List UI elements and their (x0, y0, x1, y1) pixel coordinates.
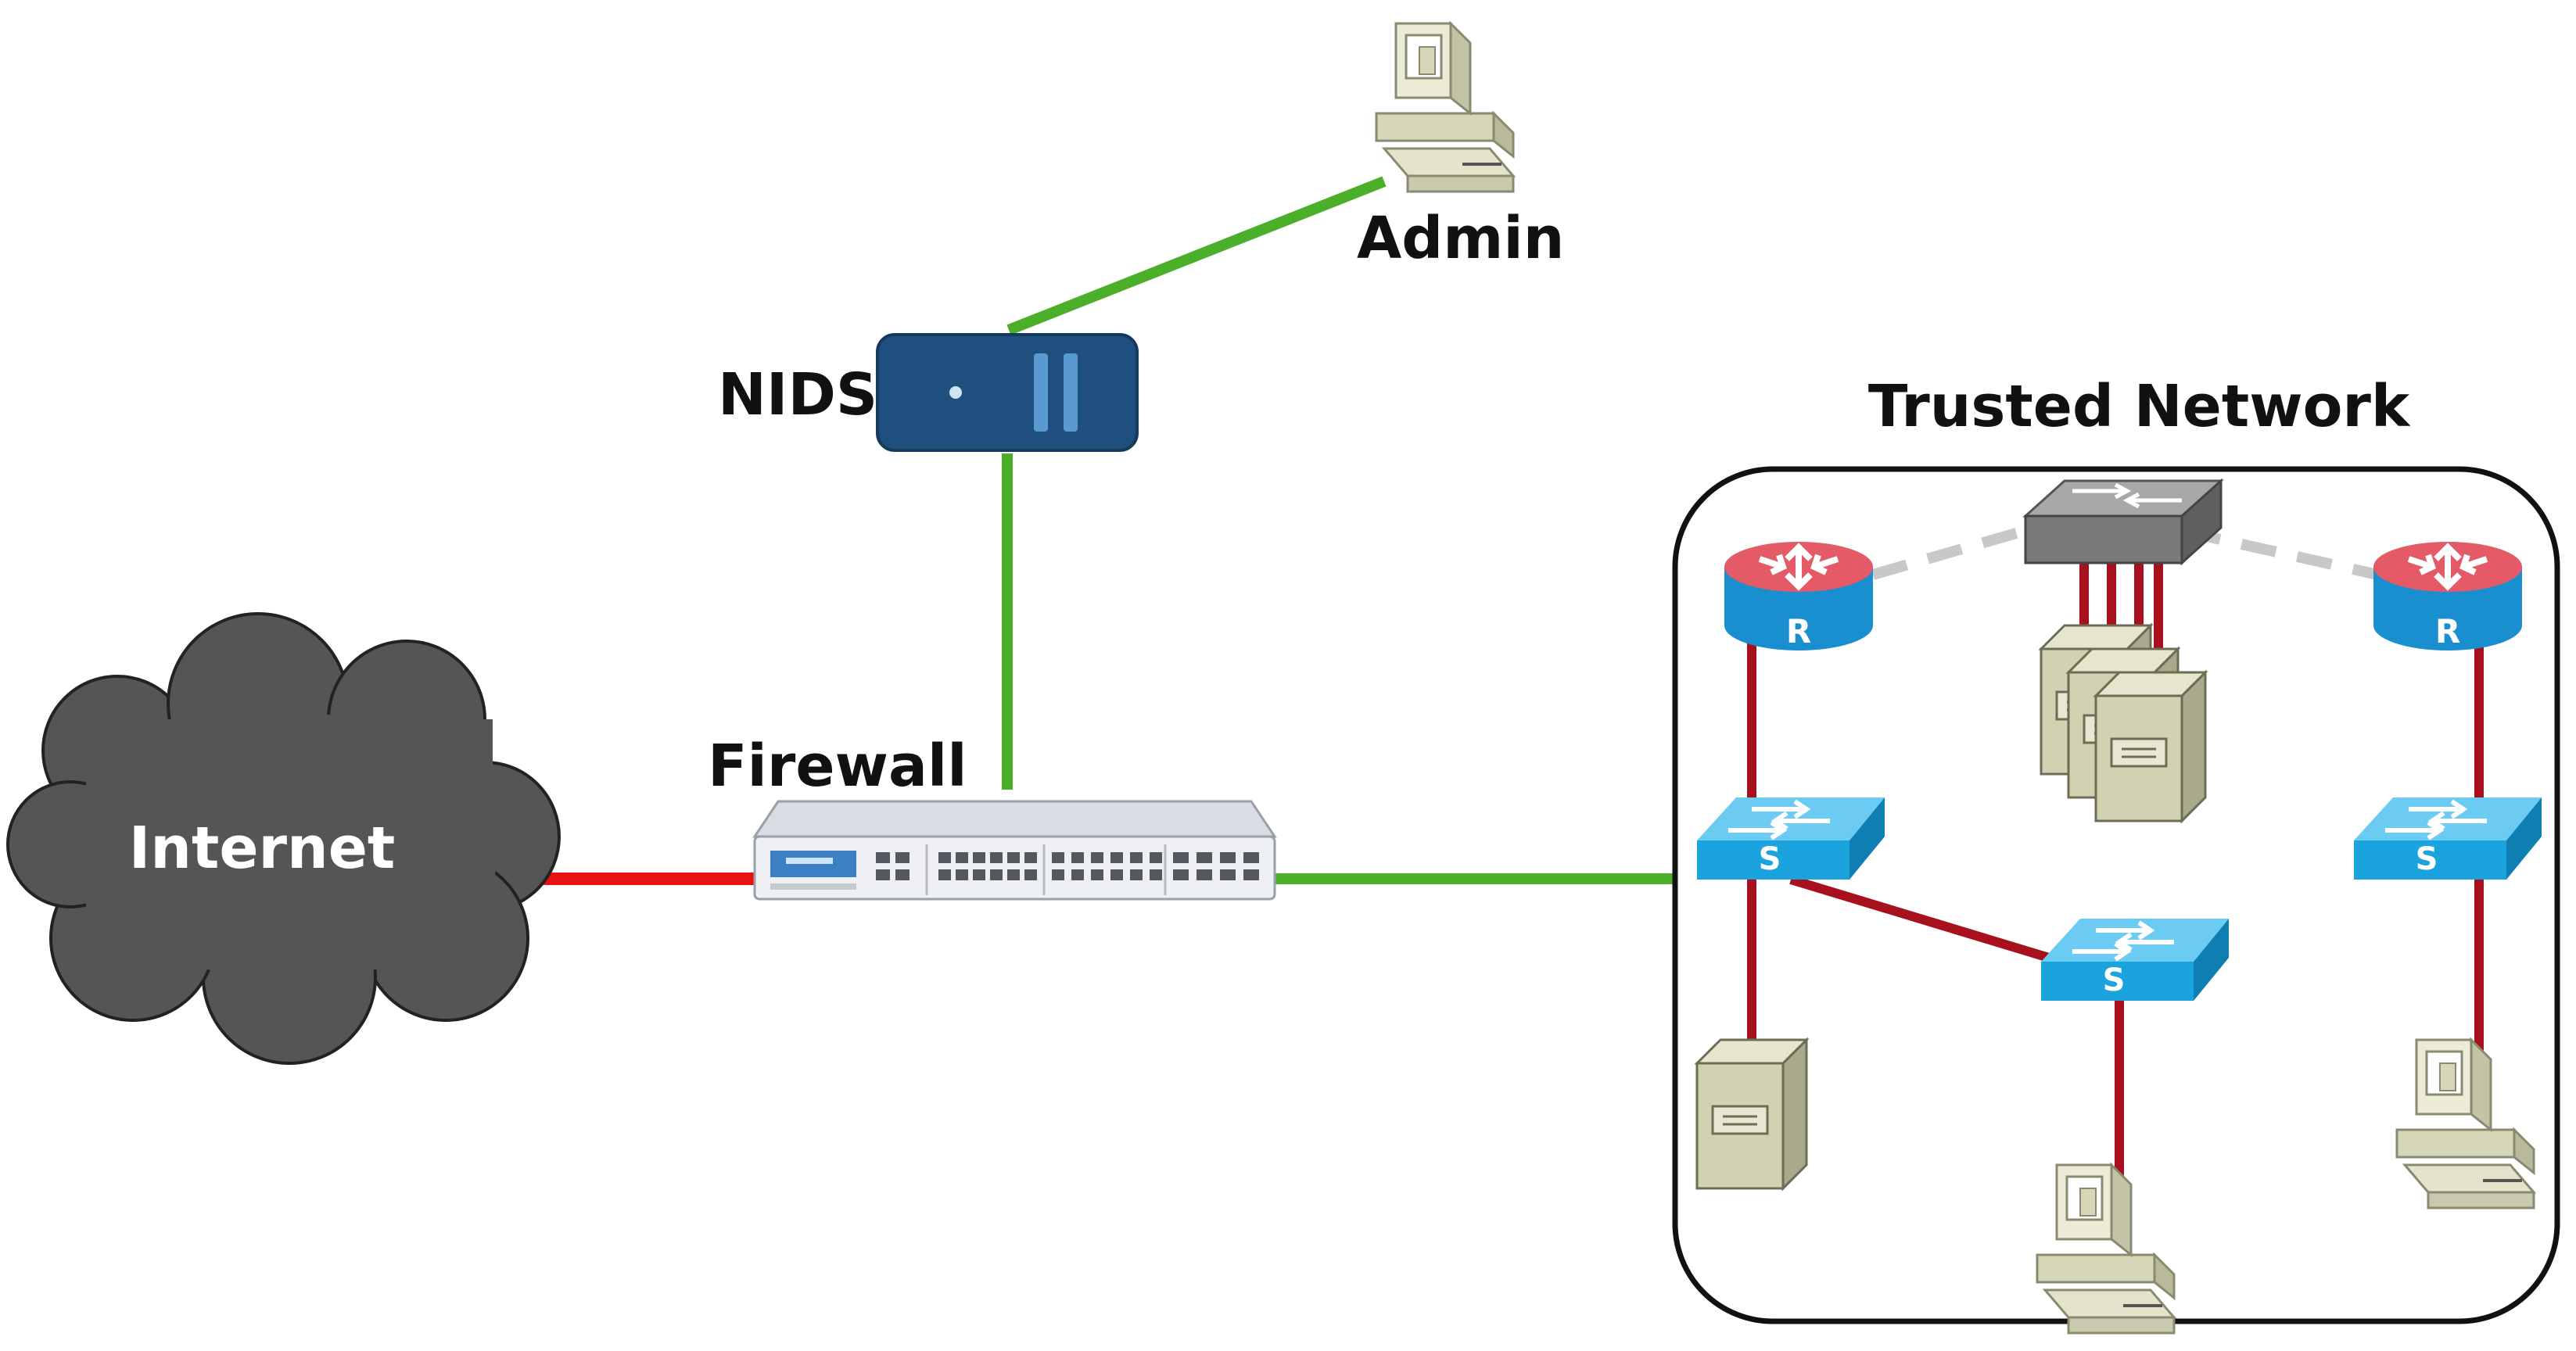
switch-icon-right[interactable] (2354, 797, 2542, 880)
internet-label: Internet (129, 815, 396, 882)
switch-right-glyph: S (2416, 841, 2438, 877)
firewall-appliance-icon[interactable] (752, 800, 1277, 901)
core-switch-icon[interactable] (2022, 478, 2224, 566)
server-icon[interactable] (1695, 1038, 1808, 1190)
server-icon[interactable] (2094, 671, 2207, 822)
workstation-computer-icon[interactable] (2395, 1038, 2535, 1209)
ids-appliance-icon[interactable] (876, 333, 1139, 452)
switch-icon-center[interactable] (2041, 919, 2229, 1001)
nids-to-admin-link (1006, 176, 1387, 335)
admin-computer-icon[interactable] (1375, 22, 1515, 193)
router-left-glyph: R (1786, 612, 1811, 650)
workstation-computer-icon[interactable] (2036, 1163, 2176, 1335)
cloud-icon[interactable] (6, 612, 561, 1065)
router-right-glyph: R (2435, 612, 2460, 650)
switch-icon-left[interactable] (1697, 797, 1885, 880)
router-to-core-link-left (1871, 526, 2023, 580)
admin-label: Admin (1357, 205, 1564, 272)
switch-center-glyph: S (2103, 962, 2126, 998)
firewall-label: Firewall (708, 733, 967, 800)
internal-links (1747, 563, 2484, 1188)
switch-left-glyph: S (1759, 841, 1781, 877)
router-to-core-link-right (2184, 526, 2379, 580)
trusted-network-label: Trusted Network (1868, 373, 2411, 440)
nids-label: NIDS (718, 361, 877, 428)
